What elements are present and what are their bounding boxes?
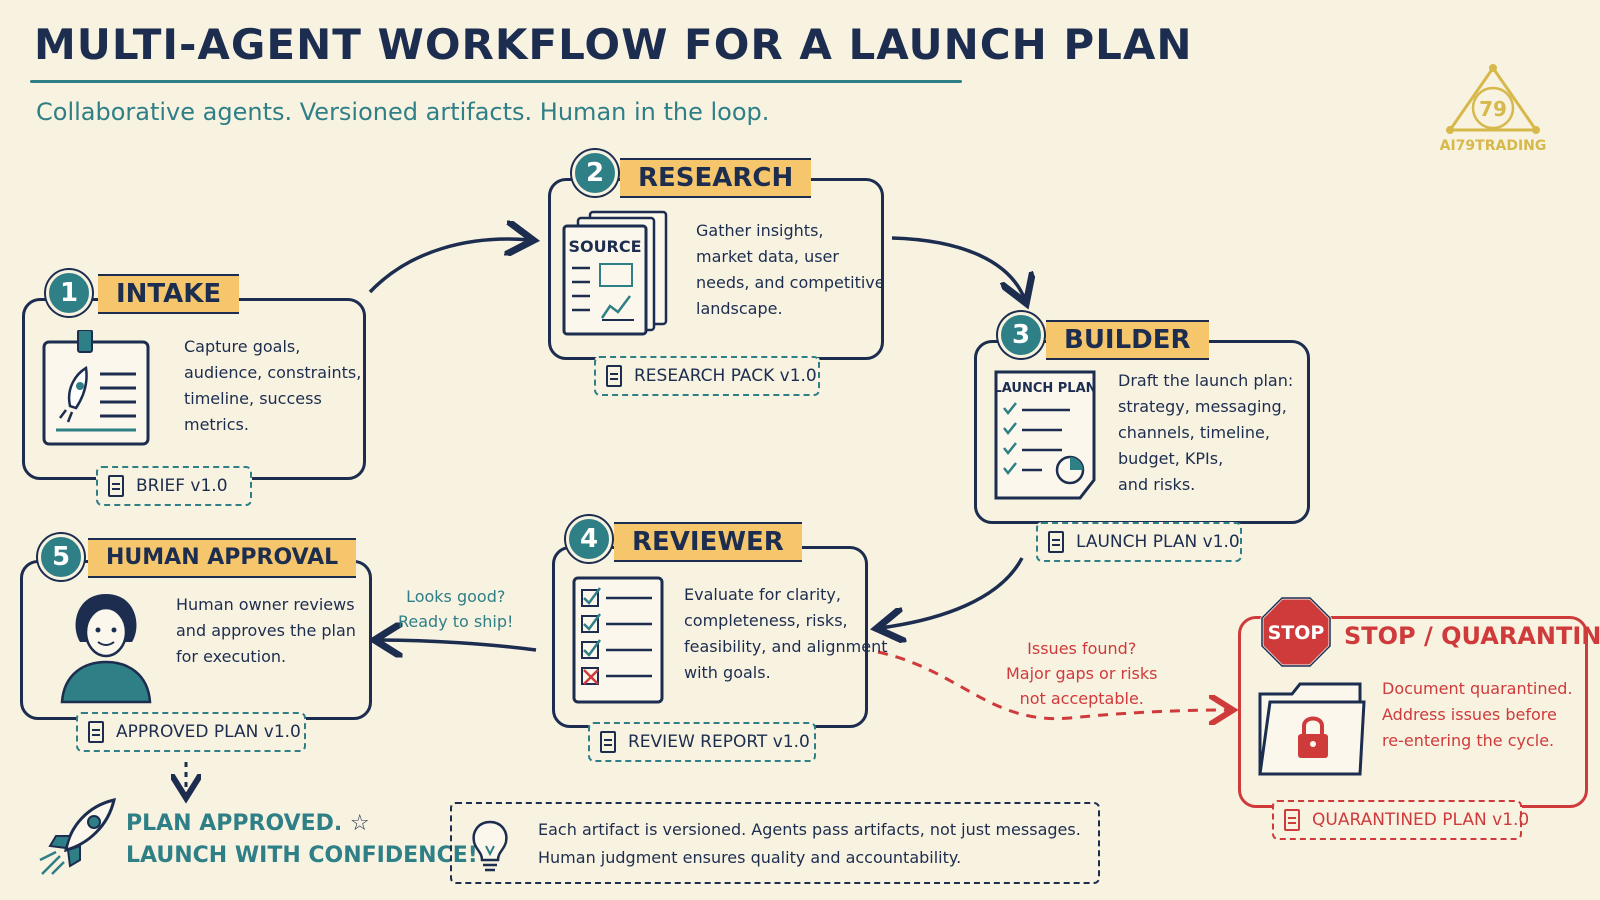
- step-number-badge: 1: [46, 270, 92, 316]
- checklist-icon: [570, 574, 666, 710]
- star-icon: ☆: [349, 811, 370, 836]
- arrow-research-to-builder: [891, 236, 1025, 300]
- document-icon: [108, 475, 124, 497]
- approval-note: Looks good? Ready to ship!: [398, 587, 514, 631]
- artifact-quarantined-plan[interactable]: QUARANTINED PLAN v1.0: [1272, 800, 1529, 840]
- issues-note: Issues found? Major gaps or risks not ac…: [1006, 639, 1158, 708]
- step-number-badge: 2: [572, 150, 618, 196]
- source-documents-icon: SOURCE: [560, 206, 678, 342]
- arrow-issues-to-quarantine: [877, 650, 1230, 719]
- step-title: INTAKE: [98, 274, 240, 314]
- clipboard-rocket-icon: [40, 329, 152, 452]
- arrow-builder-to-reviewer: [880, 557, 1024, 628]
- research-description: Gather insights, market data, user needs…: [696, 221, 885, 318]
- document-icon: [88, 721, 104, 743]
- builder-description: Draft the launch plan: strategy, messagi…: [1118, 371, 1294, 494]
- brand-logo: 79 AI79TRADING: [1438, 62, 1548, 158]
- approval-description: Human owner reviews and approves the pla…: [176, 595, 356, 666]
- title-underline: [30, 80, 962, 83]
- page-title: MULTI-AGENT WORKFLOW FOR A LAUNCH PLAN: [34, 20, 1193, 69]
- launch-plan-document-icon: LAUNCH PLAN: [990, 368, 1102, 508]
- reviewer-description: Evaluate for clarity, completeness, risk…: [684, 585, 888, 682]
- artifact-approved-plan[interactable]: APPROVED PLAN v1.0: [76, 712, 306, 752]
- step-title: HUMAN APPROVAL: [88, 538, 357, 578]
- quarantine-title: STOP / QUARANTINE: [1344, 622, 1600, 650]
- document-icon: [606, 365, 622, 387]
- step-title: RESEARCH: [620, 158, 812, 198]
- artifact-review-report[interactable]: REVIEW REPORT v1.0: [588, 722, 816, 762]
- rocket-icon: [36, 796, 120, 880]
- logo-number: 79: [1479, 97, 1507, 121]
- person-icon: [56, 586, 156, 708]
- lightbulb-icon: [468, 816, 512, 878]
- footer-line: Human judgment ensures quality and accou…: [538, 848, 962, 867]
- step-title: REVIEWER: [614, 522, 802, 562]
- step-number-badge: 4: [566, 516, 612, 562]
- quarantine-description: Document quarantined. Address issues bef…: [1382, 679, 1573, 750]
- intake-description: Capture goals, audience, constraints, ti…: [184, 337, 362, 434]
- logo-text: AI79TRADING: [1439, 138, 1547, 154]
- launch-plan-doc-label: LAUNCH PLAN: [993, 381, 1096, 396]
- locked-folder-icon: [1256, 680, 1368, 784]
- stop-sign-label: STOP: [1268, 622, 1325, 644]
- footer-note-box: Each artifact is versioned. Agents pass …: [450, 802, 1100, 884]
- document-icon: [1048, 531, 1064, 553]
- document-icon: [1284, 809, 1300, 831]
- step-number-badge: 3: [998, 312, 1044, 358]
- step-number-badge: 5: [38, 534, 84, 580]
- step-title: BUILDER: [1046, 320, 1209, 360]
- artifact-brief[interactable]: BRIEF v1.0: [96, 466, 252, 506]
- source-label: SOURCE: [568, 237, 641, 256]
- page-subtitle: Collaborative agents. Versioned artifact…: [36, 98, 770, 126]
- triangle-logo-icon: 79: [1446, 64, 1540, 134]
- artifact-research-pack[interactable]: RESEARCH PACK v1.0: [594, 356, 820, 396]
- stop-sign-icon: STOP: [1260, 596, 1332, 672]
- artifact-launch-plan[interactable]: LAUNCH PLAN v1.0: [1036, 522, 1242, 562]
- arrow-intake-to-research: [368, 239, 530, 294]
- outcome-text: PLAN APPROVED. ☆ LAUNCH WITH CONFIDENCE!: [126, 811, 478, 868]
- arrow-reviewer-to-approval: [378, 640, 537, 650]
- footer-line: Each artifact is versioned. Agents pass …: [538, 820, 1081, 839]
- document-icon: [600, 731, 616, 753]
